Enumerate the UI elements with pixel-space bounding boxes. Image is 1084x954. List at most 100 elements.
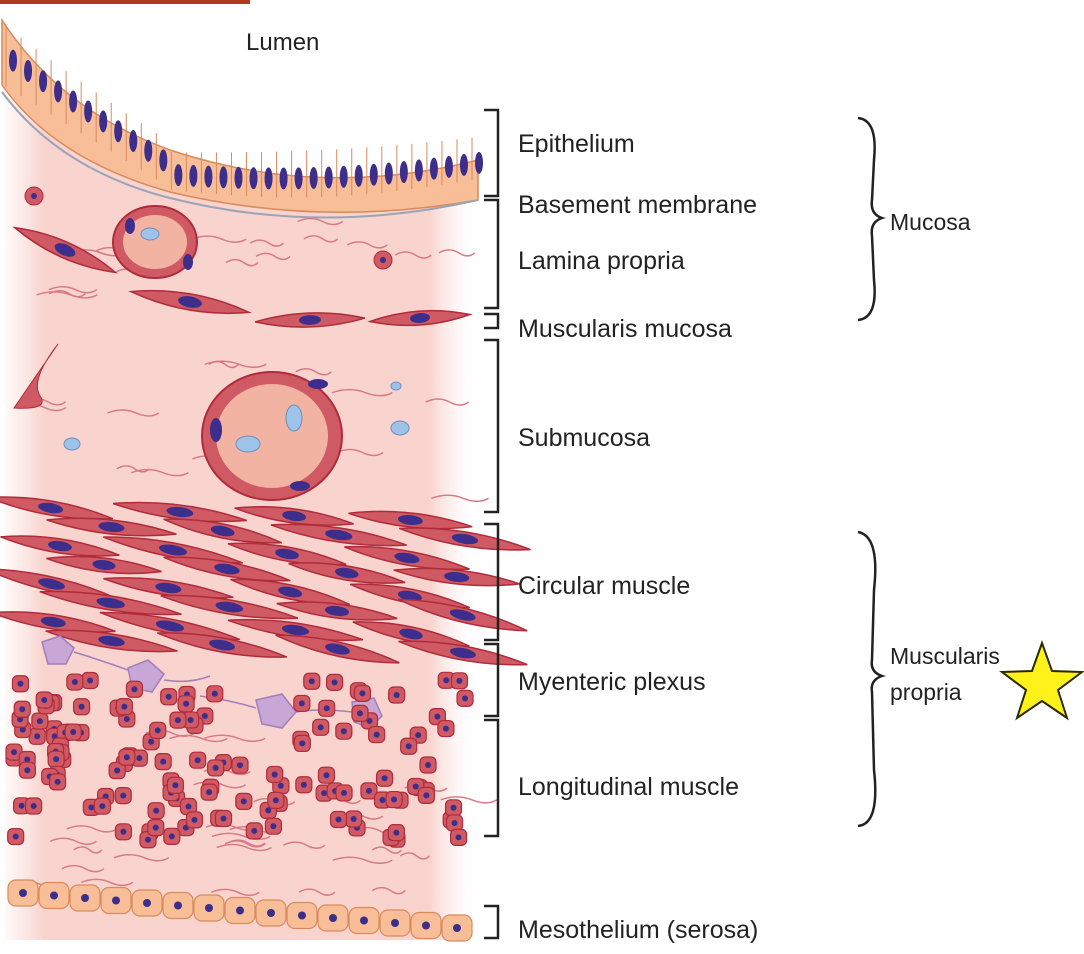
longitudinal-muscle-cell [13, 700, 31, 718]
muscle-nucleus [399, 628, 423, 640]
muscle-nucleus [159, 544, 187, 556]
muscle-nucleus [40, 616, 66, 628]
muscle-nucleus [38, 502, 64, 514]
fiber [49, 837, 97, 846]
mesothelial-cell [162, 891, 194, 920]
cell-nucleus [265, 807, 272, 814]
longitudinal-muscle-cell [206, 685, 224, 703]
longitudinal-muscle-cell [329, 810, 348, 829]
cell-nucleus [12, 833, 19, 840]
epithelial-nucleus [369, 163, 378, 186]
epithelial-nucleus [294, 167, 303, 190]
cell-nucleus [405, 743, 412, 750]
circular-muscle-cell [46, 517, 177, 537]
muscle-nucleus [155, 620, 184, 632]
circular-muscle-cell [270, 523, 407, 547]
cell-nucleus [152, 824, 159, 831]
cell-nucleus [381, 775, 388, 782]
cell-nucleus [78, 703, 85, 710]
fiber [81, 878, 134, 887]
muscle-nucleus [98, 521, 125, 533]
muscularis-propria-brace [857, 530, 886, 828]
fiber [204, 734, 266, 743]
cell-nucleus [391, 919, 399, 927]
cell-nucleus [154, 727, 161, 734]
longitudinal-muscle-cell [449, 828, 468, 846]
longitudinal-muscle-cell [419, 756, 437, 774]
mesothelial-cell [224, 896, 256, 925]
longitudinal-muscle-cell [335, 722, 353, 740]
fiber [48, 285, 98, 294]
label-muscularis-propria-line2: propria [890, 679, 962, 705]
cell-nucleus [365, 787, 372, 794]
fiber [371, 886, 406, 895]
fiber [431, 494, 489, 503]
longitudinal-muscle-cell [318, 699, 336, 717]
circular-muscle-cell [103, 577, 234, 599]
mesothelial-cell [317, 904, 349, 932]
longitudinal-muscle-cell [400, 737, 418, 755]
muscle-nucleus [92, 559, 116, 571]
circular-muscle-cell [398, 640, 528, 666]
longitudinal-muscle-cell [147, 819, 165, 837]
cell-nucleus [160, 758, 167, 765]
muscle-nucleus [166, 506, 194, 518]
epithelial-nucleus [444, 155, 453, 178]
longitudinal-muscle-cell [185, 811, 204, 829]
fiber [332, 856, 393, 865]
circular-muscle-cell [46, 555, 162, 575]
epithelial-nucleus [39, 70, 48, 93]
cell-nucleus [323, 705, 330, 712]
layer-brackets [484, 108, 500, 940]
cell-nucleus [220, 815, 227, 822]
longitudinal-muscle-cell [450, 672, 469, 690]
longitudinal-muscle-cell [115, 698, 133, 716]
longitudinal-muscle-cell [28, 727, 46, 745]
cell-nucleus [434, 713, 441, 720]
cell-nucleus [270, 823, 277, 830]
longitudinal-muscle-cell [154, 753, 172, 771]
cell-nucleus [335, 816, 342, 823]
longitudinal-muscle-cell [245, 822, 263, 840]
cell-nucleus [201, 712, 208, 719]
muscle-nucleus [450, 647, 476, 659]
cell-nucleus [187, 716, 194, 723]
cell-nucleus [185, 803, 192, 810]
longitudinal-muscle-cell [114, 823, 133, 841]
longitudinal-muscle-cell [169, 711, 187, 729]
cell-nucleus [18, 802, 25, 809]
lumen-label: Lumen [246, 29, 319, 56]
cell-nucleus [236, 762, 243, 769]
cell-nucleus [462, 695, 469, 702]
longitudinal-muscle-cell [266, 765, 284, 784]
muscle-nucleus [96, 597, 125, 609]
longitudinal-muscle-cell [375, 769, 394, 787]
cell-nucleus [205, 904, 213, 912]
epithelial-nucleus [384, 162, 393, 185]
mesothelium-cells [7, 879, 473, 942]
circular-muscle-cell [227, 542, 347, 566]
muscle-nucleus [215, 601, 244, 613]
epithelial-nucleus [339, 165, 348, 188]
cell-nucleus [277, 782, 284, 789]
muscle-nucleus [214, 563, 240, 575]
cell-nucleus [88, 804, 95, 811]
fiber [116, 465, 150, 473]
longitudinal-muscle-cell [388, 686, 406, 704]
longitudinal-muscle-cell [444, 799, 463, 817]
cell-nucleus [299, 740, 306, 747]
muscle-nucleus [275, 548, 299, 560]
longitudinal-muscle-cell [387, 824, 405, 842]
epithelial-nucleus [309, 167, 318, 190]
longitudinal-muscle-cell [160, 688, 178, 706]
cell-nucleus [456, 677, 463, 684]
fiber [331, 388, 393, 397]
cell-nucleus [453, 924, 461, 932]
cell-nucleus [120, 792, 127, 799]
cell-nucleus [211, 690, 218, 697]
submucosa-vessel [13, 343, 410, 501]
longitudinal-muscle-cell [149, 721, 167, 739]
cell-nucleus [360, 916, 368, 925]
longitudinal-muscle-cell [445, 814, 464, 832]
